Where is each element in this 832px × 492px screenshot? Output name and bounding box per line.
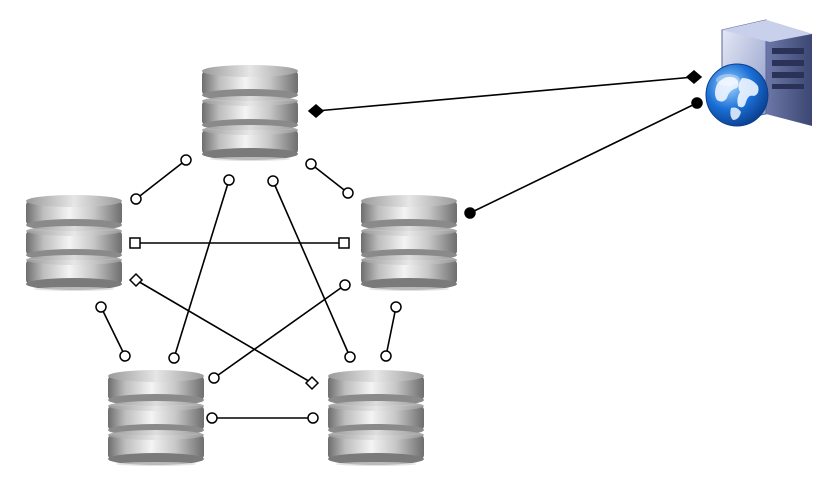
connector-db-right-db-bottom-right[interactable]	[385, 306, 397, 357]
connector-db-top-db-left[interactable]	[135, 159, 187, 200]
marker-circle-open	[380, 350, 392, 362]
marker-circle-open	[305, 158, 317, 170]
marker-circle-open	[208, 372, 220, 384]
server-globe-icon[interactable]	[705, 19, 812, 127]
connector-db-right-server[interactable]	[469, 102, 698, 214]
connectors	[100, 76, 698, 419]
database-right[interactable]	[361, 195, 457, 291]
marker-circle-open	[206, 412, 218, 424]
marker-circle-open	[223, 174, 235, 186]
marker-dot-filled	[691, 97, 703, 109]
marker-dot-filled	[464, 207, 476, 219]
connector-db-top-db-bottom-right[interactable]	[272, 180, 351, 358]
marker-diamond-filled	[307, 104, 325, 118]
connector-db-top-db-bottom-left[interactable]	[173, 179, 230, 359]
marker-diamond-open	[128, 272, 144, 288]
database-icon	[361, 195, 457, 291]
marker-circle-open	[267, 175, 279, 187]
connector-markers	[95, 70, 703, 424]
marker-circle-open	[342, 187, 354, 199]
marker-circle-open	[344, 351, 356, 363]
connector-db-left-db-bottom-right[interactable]	[135, 279, 313, 384]
database-icon	[26, 195, 122, 291]
marker-diamond-open	[304, 375, 320, 391]
database-bottom-left[interactable]	[108, 370, 204, 466]
connector-db-top-server[interactable]	[315, 76, 695, 112]
marker-circle-open	[130, 193, 142, 205]
database-icon	[328, 370, 424, 466]
marker-circle-open	[119, 350, 131, 362]
database-icon	[108, 370, 204, 466]
connector-db-right-db-bottom-left[interactable]	[213, 284, 346, 379]
database-bottom-right[interactable]	[328, 370, 424, 466]
connector-db-left-db-bottom-left[interactable]	[100, 306, 126, 357]
database-left[interactable]	[26, 195, 122, 291]
marker-circle-open	[168, 352, 180, 364]
connector-db-top-db-right[interactable]	[310, 163, 349, 194]
marker-square-open	[338, 237, 350, 249]
marker-circle-open	[339, 279, 351, 291]
marker-circle-open	[180, 154, 192, 166]
marker-square-open	[129, 237, 141, 249]
database-icon	[202, 65, 298, 161]
marker-circle-open	[390, 301, 402, 313]
marker-circle-open	[95, 301, 107, 313]
marker-circle-open	[307, 412, 319, 424]
marker-diamond-filled	[685, 70, 703, 84]
database-top[interactable]	[202, 65, 298, 161]
